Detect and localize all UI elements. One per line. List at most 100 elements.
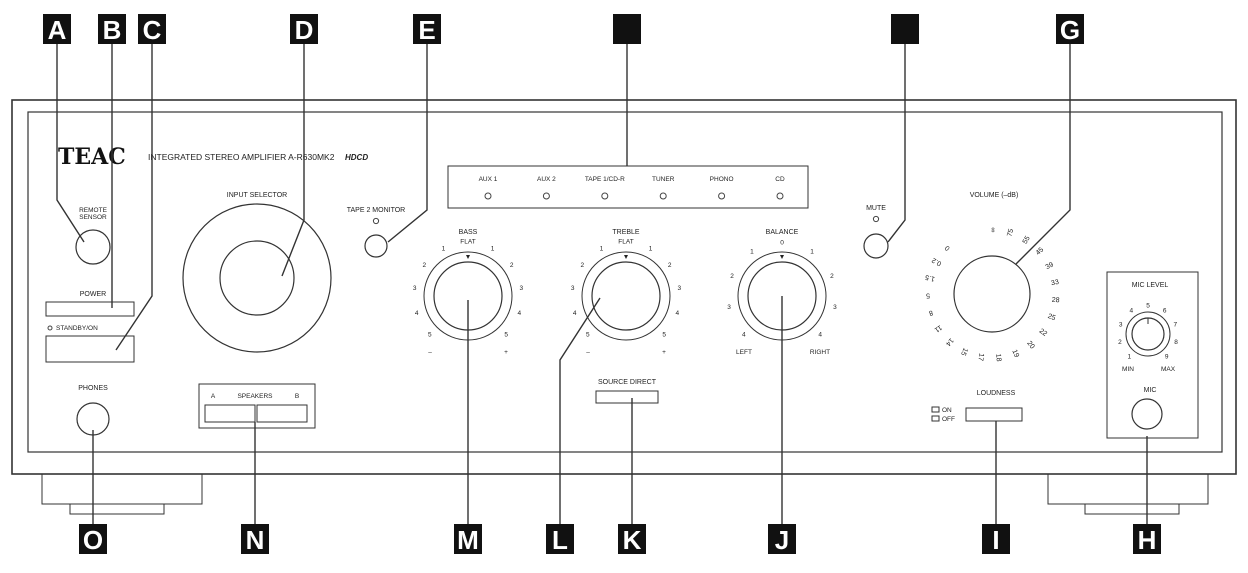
treble-scale-9: 4 [676,310,680,317]
volume-scale-13: 15 [959,346,969,356]
volume-knob[interactable] [953,255,1031,333]
input-label-2: TAPE 1/CD-R [585,176,625,183]
balance-scale-7: 3 [833,304,837,311]
bass-scale-2: 3 [413,285,417,292]
callout-j: J [775,525,789,555]
mute-led [872,215,880,223]
mic-label: MIC [1144,387,1157,394]
input-led-5 [776,192,784,200]
input-selector-knob[interactable] [219,240,295,316]
right-foot-base [1084,503,1180,515]
loudness-on-icon [931,406,940,413]
callout-d: D [295,15,314,45]
callout-box-n [241,524,269,554]
volume-scale-20: 0 [944,244,952,252]
treble-flat-label: FLAT [618,239,633,246]
treble-scale-6: 1 [649,245,653,252]
speakers-a-button[interactable] [204,404,256,423]
bass-scale-7: 2 [510,262,514,269]
bass-label: BASS [459,229,478,236]
loudness-on-label: ON [942,407,952,414]
brand-logo: TEAC [58,144,126,170]
callout-box-e [413,14,441,44]
bass-pointer-icon [466,255,470,259]
leader-e [387,44,428,243]
volume-scale-14: 14 [944,336,954,347]
callout-box-b [98,14,126,44]
input-label-4: PHONO [710,176,734,183]
input-selector-label: INPUT SELECTOR [227,192,287,199]
mute-label: MUTE [866,205,886,212]
volume-scale-15: 11 [933,323,943,333]
callout-box-i [982,524,1010,554]
volume-scale-11: 18 [994,353,1002,362]
volume-scale-8: 22 [1038,328,1049,338]
remote-sensor [75,229,111,265]
speakers-b-button[interactable] [256,404,308,423]
mic-jack[interactable] [1131,398,1163,430]
model-text: INTEGRATED STEREO AMPLIFIER A-R630MK2 [148,152,335,162]
mic-scale-4: 5 [1146,303,1150,310]
input-label-0: AUX 1 [479,176,498,183]
mic-min-label: MIN [1122,366,1134,373]
volume-scale-10: 19 [1010,349,1019,359]
callout-k: K [623,525,642,555]
mic-scale-0: 1 [1128,354,1132,361]
bass-scale-3: 2 [423,262,427,269]
loudness-off-icon [931,415,940,422]
mute-button[interactable] [863,233,889,259]
treble-knob[interactable] [591,261,661,331]
tape2-monitor-button[interactable] [364,234,388,258]
treble-end-left: – [586,349,590,356]
bass-scale-4: 1 [442,245,446,252]
balance-label: BALANCE [766,229,799,236]
speakers-label: SPEAKERS [237,393,273,400]
bass-end-right: + [504,349,508,356]
source-direct-button[interactable] [595,390,659,404]
volume-scale-5: 33 [1051,279,1060,287]
input-led-4 [718,192,726,200]
tape2-monitor-label: TAPE 2 MONITOR [347,207,405,214]
standby-on-button[interactable] [45,335,135,363]
speakers-b-label: B [295,393,299,400]
callout-n: N [246,525,265,555]
balance-scale-1: 3 [727,304,731,311]
balance-scale-4: 0 [780,240,784,247]
right-foot [1047,473,1209,505]
volume-scale-6: 28 [1052,297,1060,305]
loudness-button[interactable] [965,407,1023,422]
balance-scale-8: 4 [818,332,822,339]
callout-box-d [290,14,318,44]
callout-box-o [79,524,107,554]
volume-scale-4: 39 [1045,261,1055,271]
callout-o: O [83,525,103,555]
bass-scale-9: 4 [518,310,522,317]
callout-c: C [143,15,162,45]
treble-scale-4: 1 [600,245,604,252]
leader-g [1015,44,1071,265]
mic-level-ring [1125,311,1171,357]
tape2-monitor-led [372,217,380,225]
power-label: POWER [80,291,106,298]
volume-label: VOLUME (–dB) [970,192,1019,199]
treble-pointer-icon [624,255,628,259]
mic-scale-2: 3 [1119,322,1123,329]
treble-label: TREBLE [612,229,640,236]
treble-scale-2: 3 [571,285,575,292]
mic-scale-5: 6 [1163,308,1167,315]
standby-label: STANDBY/ON [56,325,98,332]
leader-lines [56,44,1148,524]
balance-scale-3: 1 [750,249,754,256]
callout-box-j [768,524,796,554]
treble-scale-8: 3 [678,285,682,292]
callout-a: A [48,15,67,45]
balance-scale-5: 1 [810,249,814,256]
input-led-2 [601,192,609,200]
remote-sensor-label-2: SENSOR [79,214,107,221]
